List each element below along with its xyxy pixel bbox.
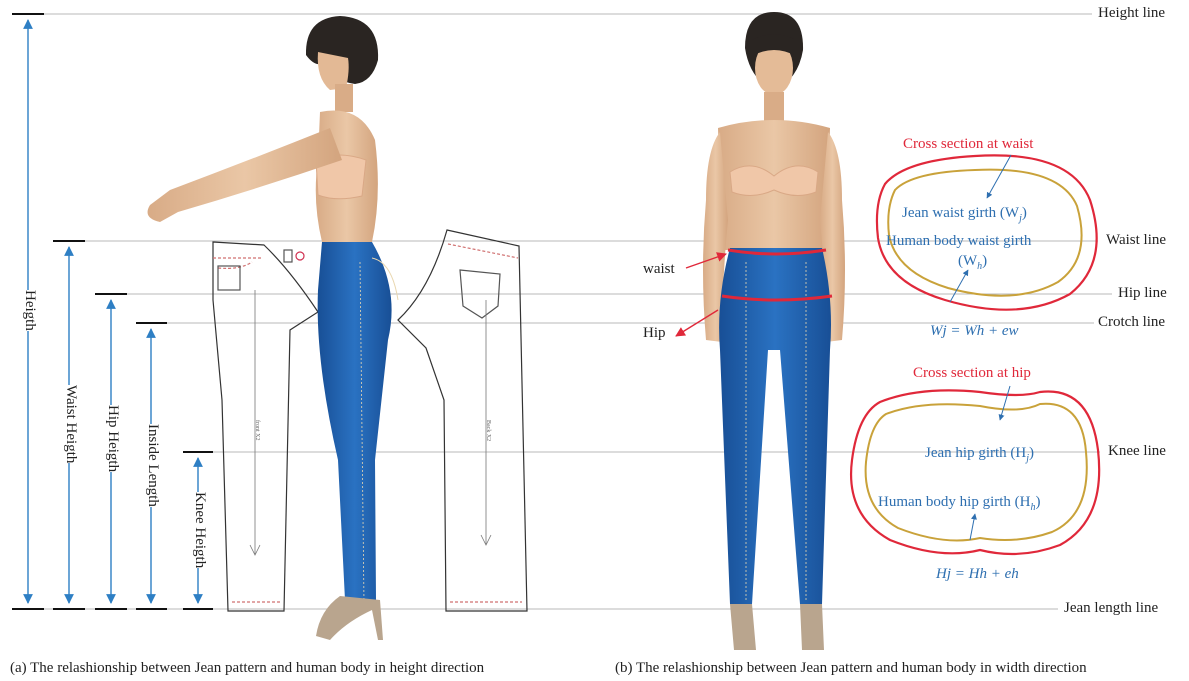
dimension-arrows	[28, 20, 198, 603]
hip-section-title: Cross section at hip	[913, 366, 1031, 381]
front-neck	[764, 92, 784, 122]
waist-height-label: Waist Heigth	[61, 385, 80, 463]
crotch-line-label: Crotch line	[1098, 315, 1165, 330]
human-waist-girth-symbol: (Wh)	[958, 254, 987, 272]
hip-label: Hip	[643, 326, 666, 341]
hip-line-label: Hip line	[1118, 286, 1167, 301]
jean-waist-girth-label: Jean waist girth (Wj)	[902, 206, 1027, 224]
knee-line-label: Knee line	[1108, 444, 1166, 459]
knee-height-label: Knee Heigth	[190, 492, 209, 568]
human-waist-girth-label: Human body waist girth	[886, 234, 1031, 249]
hip-height-label: Hip Heigth	[103, 405, 122, 472]
caption-a: (a) The relashionship between Jean patte…	[10, 660, 484, 677]
front-shoes	[730, 604, 824, 650]
jean-length-line-label: Jean length line	[1064, 601, 1158, 616]
side-shoes	[316, 596, 383, 640]
side-arm	[148, 128, 342, 222]
side-neck	[335, 84, 353, 112]
hip-section-outer	[851, 390, 1099, 554]
waist-label: waist	[643, 262, 675, 277]
hip-section-inner	[866, 404, 1087, 541]
front-view-figure	[703, 12, 845, 650]
inside-length-label: Inside Length	[143, 424, 162, 507]
height-line-label: Height line	[1098, 6, 1165, 21]
caption-b: (b) The relashionship between Jean patte…	[615, 660, 1087, 677]
waist-section-title: Cross section at waist	[903, 137, 1033, 152]
side-jeans	[318, 242, 392, 600]
side-view-figure	[148, 16, 398, 640]
jean-hip-girth-label: Jean hip girth (Hj)	[925, 446, 1034, 464]
back-pattern-label: Back X2	[485, 420, 491, 441]
height-dimension-label: Heigth	[20, 290, 39, 331]
human-hip-girth-label: Human body hip girth (Hh)	[878, 495, 1040, 513]
reference-lines	[14, 14, 1112, 609]
jean-front-pattern	[213, 242, 318, 611]
hip-cross-section	[851, 386, 1099, 554]
hip-formula: Hj = Hh + eh	[936, 567, 1019, 582]
front-pattern-label: front X2	[254, 420, 260, 441]
dimension-ticks	[12, 14, 213, 609]
waist-formula: Wj = Wh + ew	[930, 324, 1019, 339]
waist-line-label: Waist line	[1106, 233, 1166, 248]
jean-back-pattern	[398, 230, 527, 611]
